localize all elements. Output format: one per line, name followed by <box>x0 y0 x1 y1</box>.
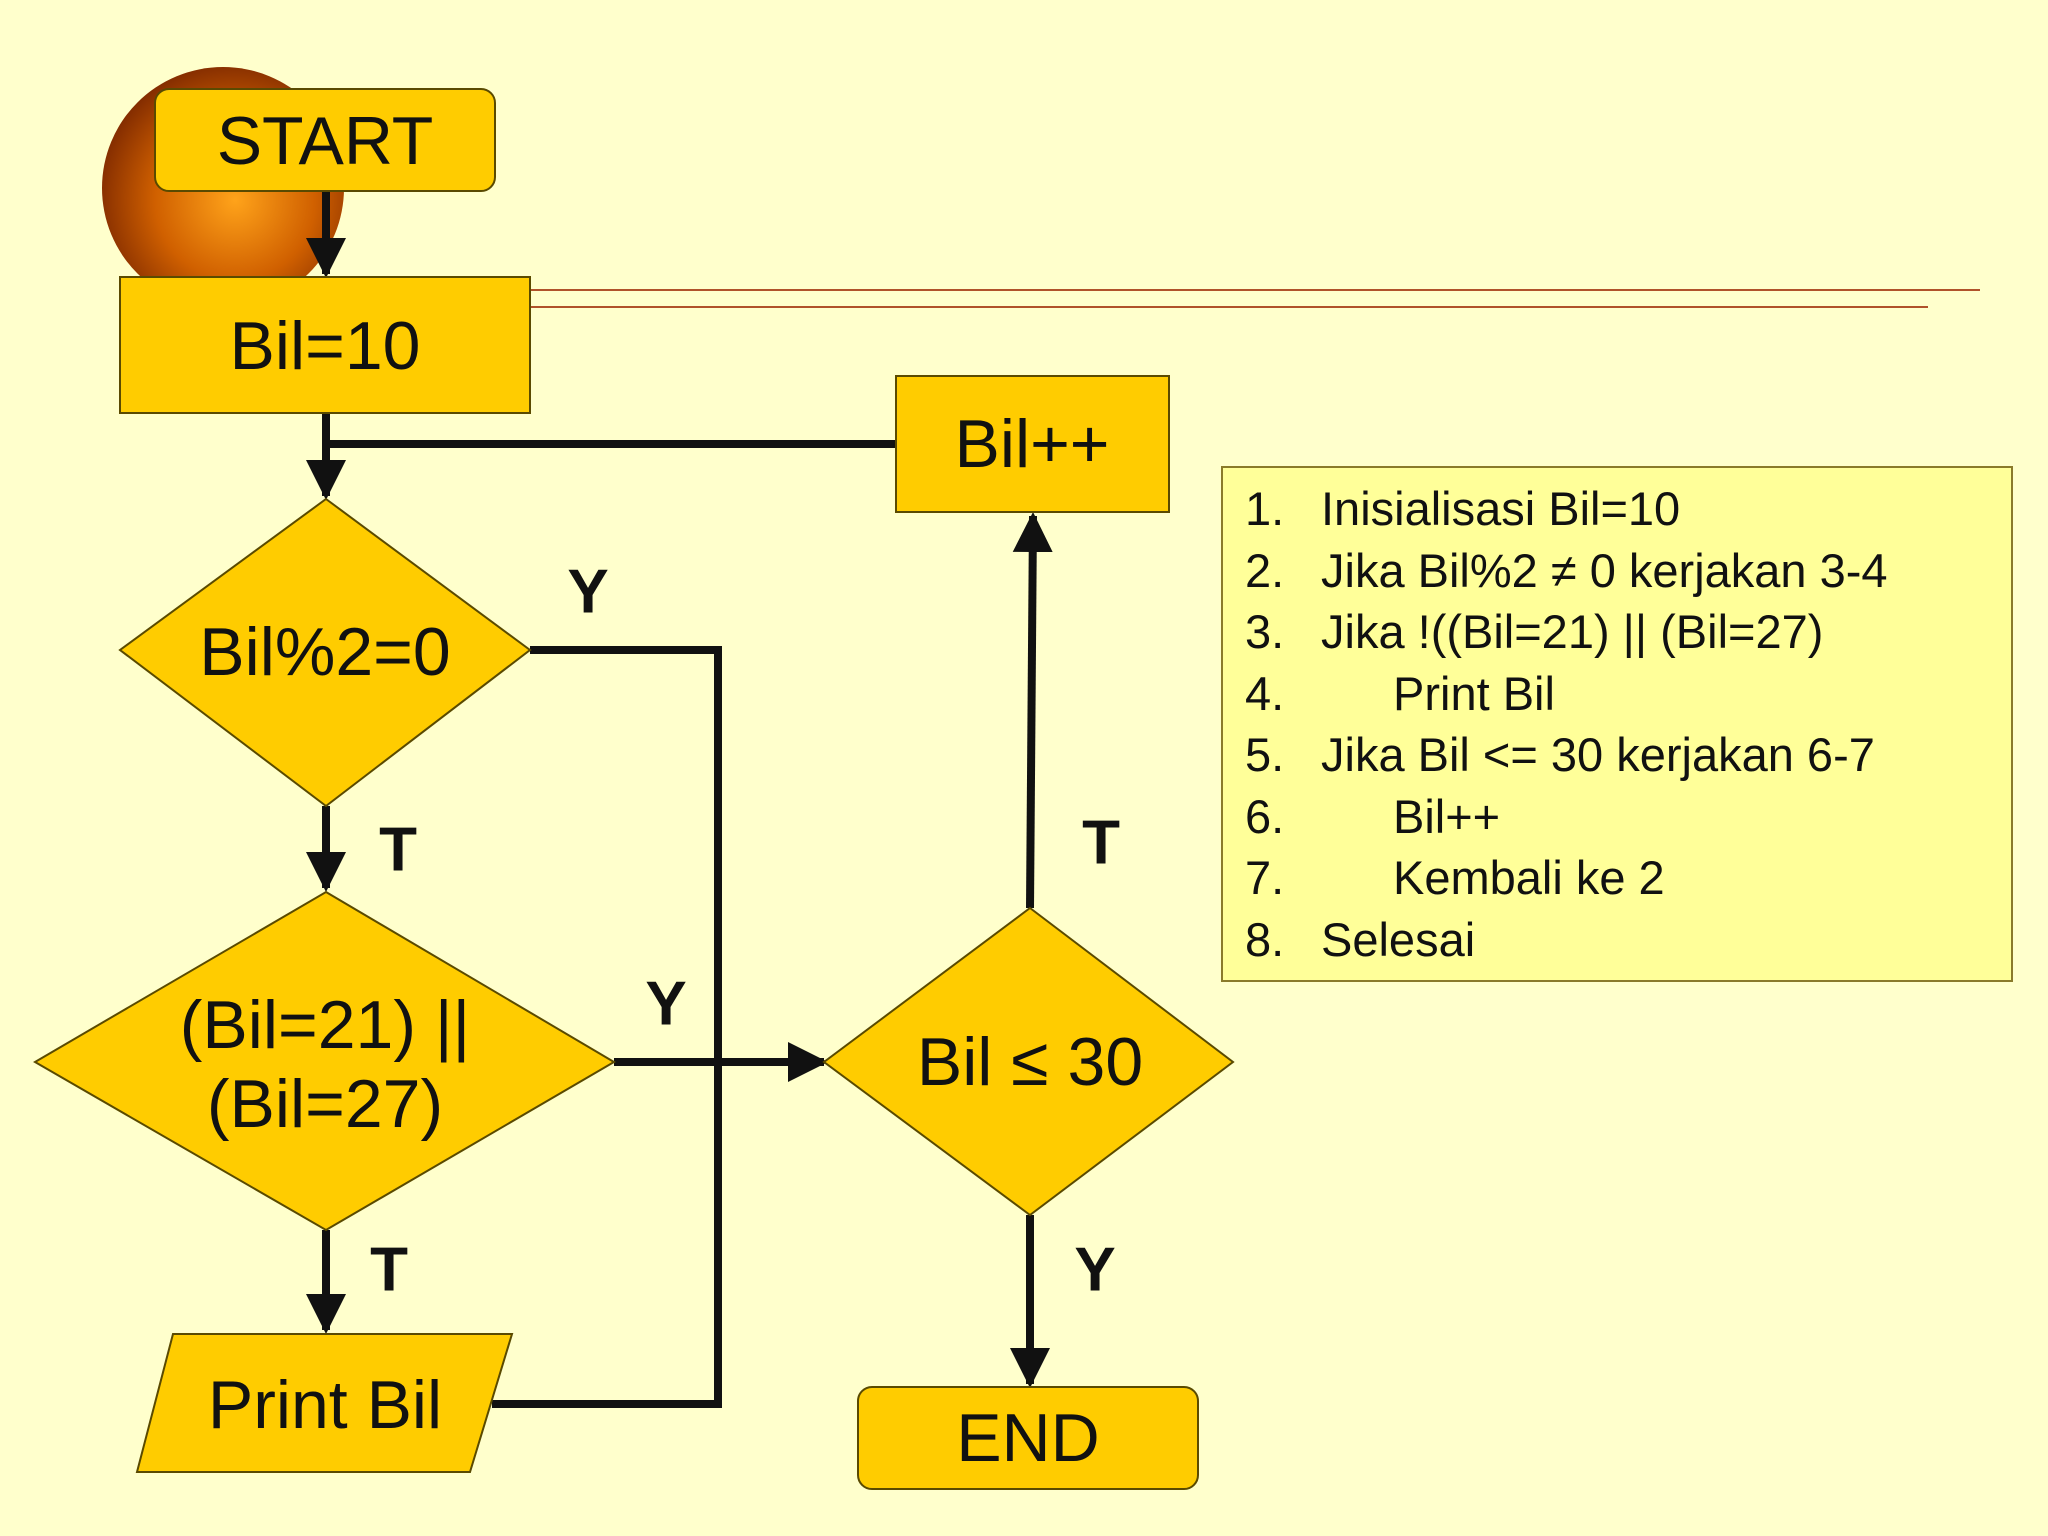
step-item: 6. Bil++ <box>1245 786 1993 848</box>
arrow-limit-to-increment <box>1012 512 1053 909</box>
step-text: Kembali ke 2 <box>1393 851 1665 904</box>
step-number: 3. <box>1245 605 1285 658</box>
start-terminator <box>154 88 496 192</box>
step-text: Jika Bil <= 30 kerjakan 6-7 <box>1321 728 1875 781</box>
even-condition-label: Bil%2=0 <box>199 614 450 690</box>
step-text: Selesai <box>1321 912 1476 966</box>
line-even-yes-route <box>530 646 722 1064</box>
special-condition-line2: (Bil=27) <box>207 1066 443 1142</box>
step-number: 8. <box>1245 912 1285 966</box>
step-text: Inisialisasi Bil=10 <box>1321 482 1681 535</box>
limit-decision <box>822 906 1235 1217</box>
start-label: START <box>217 103 434 179</box>
even-no-label: T <box>379 816 417 885</box>
end-label: END <box>956 1400 1100 1476</box>
increment-label: Bil++ <box>955 406 1110 482</box>
line-print-route <box>492 1064 722 1408</box>
step-number: 1. <box>1245 482 1285 535</box>
step-item: 7. Kembali ke 2 <box>1245 847 1993 909</box>
increment-process <box>895 375 1170 513</box>
step-item: 1. Inisialisasi Bil=10 <box>1245 478 1993 540</box>
step-number: 4. <box>1245 666 1285 720</box>
step-text: Jika !((Bil=21) || (Bil=27) <box>1321 605 1824 658</box>
special-yes-label: Y <box>645 970 686 1039</box>
end-terminator <box>857 1386 1199 1490</box>
even-yes-label: Y <box>567 558 608 627</box>
step-number: 5. <box>1245 728 1285 781</box>
limit-no-label: T <box>1082 809 1120 878</box>
step-number: 7. <box>1245 851 1285 904</box>
init-label: Bil=10 <box>230 308 421 384</box>
step-number: 6. <box>1245 789 1285 843</box>
even-decision <box>118 497 532 808</box>
step-item: 4. Print Bil <box>1245 663 1993 725</box>
step-item: 5. Jika Bil <= 30 kerjakan 6-7 <box>1245 724 1993 786</box>
special-no-label: T <box>370 1236 408 1305</box>
step-item: 3. Jika !((Bil=21) || (Bil=27) <box>1245 601 1993 663</box>
step-number: 2. <box>1245 543 1285 597</box>
step-text: Print Bil <box>1393 666 1555 720</box>
special-decision <box>33 890 616 1232</box>
step-text: Jika Bil%2 ≠ 0 kerjakan 3-4 <box>1321 543 1888 597</box>
step-item: 8. Selesai <box>1245 909 1993 971</box>
print-output <box>135 1333 514 1473</box>
algorithm-steps-box: 1. Inisialisasi Bil=10 2. Jika Bil%2 ≠ 0 ke… <box>1221 466 2013 982</box>
step-text: Bil++ <box>1393 789 1501 843</box>
step-item: 2. Jika Bil%2 ≠ 0 kerjakan 3-4 <box>1245 540 1993 602</box>
special-condition-line1: (Bil=21) || <box>180 987 470 1063</box>
print-label: Print Bil <box>208 1367 442 1443</box>
init-process <box>119 276 531 414</box>
limit-yes-label: Y <box>1074 1236 1115 1305</box>
limit-condition-label: Bil ≤ 30 <box>917 1024 1143 1100</box>
